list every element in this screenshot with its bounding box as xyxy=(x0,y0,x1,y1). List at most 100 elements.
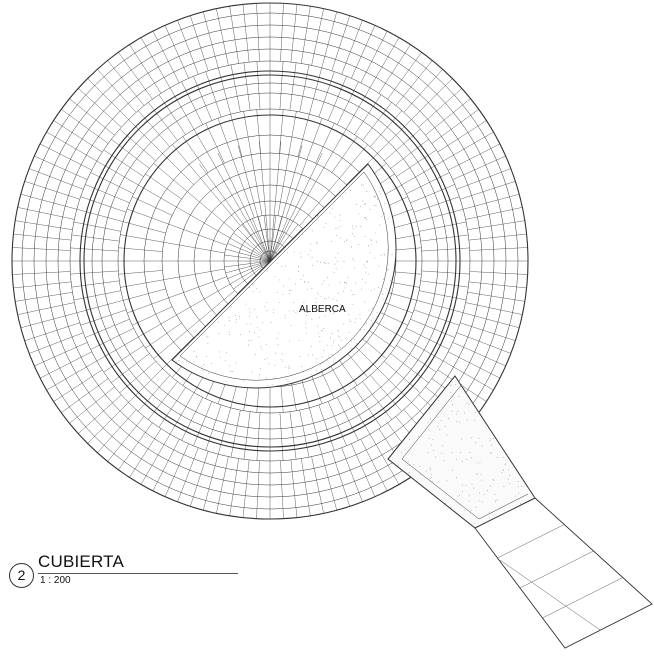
stipple-dot xyxy=(433,450,434,452)
stipple-dot xyxy=(339,281,341,283)
stipple-dot xyxy=(300,256,302,258)
stipple-dot xyxy=(324,263,326,264)
stipple-dot xyxy=(235,232,237,234)
stipple-dot xyxy=(486,376,488,378)
stipple-dot xyxy=(466,459,468,461)
roof-spoke xyxy=(337,81,359,125)
stipple-dot xyxy=(387,268,389,270)
stipple-dot xyxy=(360,226,362,228)
stipple-dot xyxy=(398,169,399,170)
stipple-dot xyxy=(372,397,373,398)
stipple-dot xyxy=(340,237,342,239)
stipple-dot xyxy=(189,361,190,363)
stipple-dot xyxy=(321,197,322,199)
stipple-dot xyxy=(492,479,494,480)
roof-spoke xyxy=(463,312,520,328)
stipple-dot xyxy=(404,526,406,528)
stipple-dot xyxy=(258,377,260,379)
stipple-dot xyxy=(342,196,344,198)
roof-spoke xyxy=(263,215,271,262)
stipple-dot xyxy=(325,222,327,224)
stipple-dot xyxy=(239,316,240,318)
roof-spoke xyxy=(145,173,182,200)
stipple-dot xyxy=(312,230,314,232)
roof-spoke xyxy=(331,451,350,507)
stipple-dot xyxy=(392,510,394,512)
stipple-dot xyxy=(195,168,197,170)
stipple-dot xyxy=(262,209,263,210)
stipple-dot xyxy=(493,437,495,439)
stipple-dot xyxy=(367,273,369,275)
stipple-dot xyxy=(479,500,481,502)
stipple-dot xyxy=(459,494,461,496)
roof-spoke xyxy=(158,94,186,135)
stipple-dot xyxy=(406,511,408,513)
stipple-dot xyxy=(366,260,368,262)
stipple-dot xyxy=(188,162,189,163)
stipple-dot xyxy=(327,277,329,278)
stipple-dot xyxy=(188,257,190,259)
stipple-dot xyxy=(475,411,476,413)
stipple-dot xyxy=(318,310,320,312)
stipple-dot xyxy=(288,310,290,312)
stipple-dot xyxy=(301,370,303,372)
stipple-dot xyxy=(199,282,200,284)
roof-spoke xyxy=(377,119,412,154)
stipple-dot xyxy=(329,311,331,313)
stipple-dot xyxy=(263,359,265,361)
stipple-dot xyxy=(323,280,325,282)
stipple-dot xyxy=(320,364,321,366)
stipple-dot xyxy=(510,386,512,388)
stipple-dot xyxy=(374,257,376,259)
stipple-dot xyxy=(530,458,532,459)
stipple-dot xyxy=(360,206,362,208)
roof-spoke xyxy=(243,111,252,155)
stipple-dot xyxy=(376,311,378,313)
roof-spoke xyxy=(230,237,271,262)
stipple-dot xyxy=(198,208,200,210)
stipple-dot xyxy=(364,204,366,206)
roof-spoke xyxy=(61,109,109,144)
stipple-dot xyxy=(171,231,172,232)
stipple-dot xyxy=(293,310,295,312)
stipple-dot xyxy=(310,243,312,245)
stipple-dot xyxy=(206,230,208,232)
roof-spoke xyxy=(360,31,388,83)
stipple-dot xyxy=(235,321,237,323)
stipple-dot xyxy=(314,386,316,388)
stipple-dot xyxy=(497,499,499,501)
stipple-dot xyxy=(217,245,219,247)
stipple-dot xyxy=(327,359,329,361)
stipple-dot xyxy=(407,397,409,398)
roof-spoke xyxy=(12,271,71,275)
roof-spoke xyxy=(227,260,271,279)
stipple-dot xyxy=(533,432,535,434)
stipple-dot xyxy=(482,501,484,503)
stipple-dot xyxy=(295,283,297,285)
stipple-dot xyxy=(359,317,361,319)
stipple-dot xyxy=(337,329,339,331)
roof-spoke xyxy=(251,154,263,216)
stipple-dot xyxy=(408,178,409,179)
stipple-dot xyxy=(308,282,309,284)
stipple-dot xyxy=(315,361,317,363)
stipple-dot xyxy=(481,445,483,447)
stipple-dot xyxy=(227,390,228,391)
stipple-dot xyxy=(279,167,281,169)
stipple-dot xyxy=(397,464,399,466)
stipple-dot xyxy=(417,516,418,518)
stipple-dot xyxy=(490,485,491,487)
stipple-dot xyxy=(334,263,336,265)
stipple-dot xyxy=(401,265,402,266)
stipple-dot xyxy=(494,493,496,495)
stipple-dot xyxy=(378,170,380,172)
stipple-dot xyxy=(359,313,361,315)
stipple-dot xyxy=(416,496,418,498)
stipple-dot xyxy=(335,299,337,301)
roof-spoke xyxy=(256,412,261,461)
roof-spoke xyxy=(73,221,121,232)
stipple-dot xyxy=(534,376,535,378)
stipple-dot xyxy=(315,298,317,300)
stipple-dot xyxy=(185,272,187,274)
roof-spoke xyxy=(410,318,455,338)
